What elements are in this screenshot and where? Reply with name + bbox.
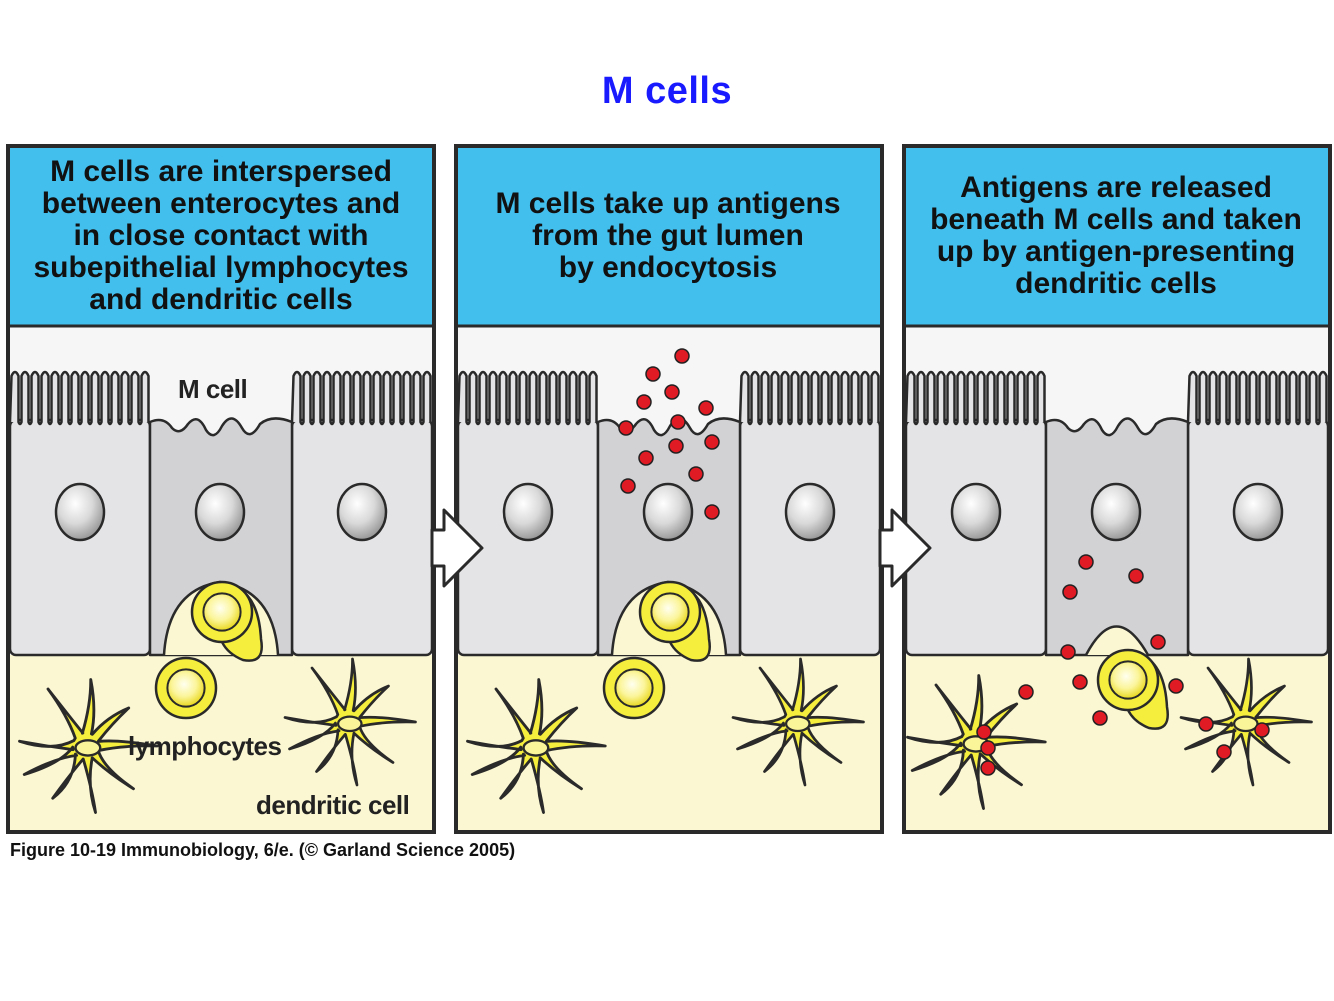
panel-3: [902, 144, 1332, 834]
panel-3-antigen-15: [1254, 722, 1270, 738]
panel-2-nucleus-left: [502, 482, 554, 542]
arrow-1-icon: [430, 508, 484, 588]
panel-2-brush-border-right: [738, 370, 880, 426]
panel-3-antigen-10: [976, 724, 992, 740]
panel-2-antigen-10: [638, 450, 654, 466]
panel-3-antigen-6: [1072, 674, 1088, 690]
slide-title: M cells: [601, 70, 733, 112]
panel-2-border: [454, 144, 884, 834]
panel-1-brush-border-left: [8, 370, 150, 426]
panel-1-dendritic-cell-right: [283, 657, 417, 787]
panel-2-nucleus-right: [784, 482, 836, 542]
panel-3-header: [904, 146, 1330, 326]
panel-3-lymphocyte: [1096, 648, 1169, 730]
panel-3-antigen-2: [1128, 568, 1144, 584]
panel-2-brush-border-left: [456, 370, 598, 426]
panel-1: [6, 144, 436, 834]
panel-1-nucleus-m-cell: [194, 482, 246, 542]
panel-2-lymphocyte-upper: [638, 580, 711, 662]
panel-3-antigen-11: [980, 740, 996, 756]
panel-3-brush-border-right: [1186, 370, 1328, 426]
panel-2-dendritic-cell-left: [466, 678, 607, 814]
panel-1-border: [6, 144, 436, 834]
panel-3-antigen-8: [1092, 710, 1108, 726]
panel-2-caption: M cells take up antigens from the gut lu…: [495, 187, 841, 284]
panel-2-antigen-7: [670, 414, 686, 430]
panel-2-antigen-8: [704, 434, 720, 450]
panel-3-antigen-13: [1198, 716, 1214, 732]
panel-1-brush-border-right: [290, 370, 432, 426]
panel-2-nucleus-m-cell: [642, 482, 694, 542]
panel-2-antigen-13: [704, 504, 720, 520]
panel-2-dendritic-cell-right: [731, 657, 865, 787]
panel-3-antigen-7: [1018, 684, 1034, 700]
panel-2-antigen-11: [688, 466, 704, 482]
figure-credit: Figure 10-19 Immunobiology, 6/e. (© Garl…: [10, 840, 516, 860]
panel-3-caption: Antigens are released beneath M cells an…: [930, 171, 1302, 300]
panel-3-brush-border-left: [904, 370, 1046, 426]
panel-3-antigen-5: [1060, 644, 1076, 660]
m-cell-label: M cell: [178, 374, 248, 404]
panel-1-header: [8, 146, 434, 326]
panel-2-header: [456, 146, 882, 326]
panel-3-nucleus-right: [1232, 482, 1284, 542]
panel-3-antigen-4: [1150, 634, 1166, 650]
panel-3-antigen-3: [1062, 584, 1078, 600]
panel-1-caption: M cells are interspersed between enteroc…: [33, 155, 409, 316]
panel-1-nucleus-right: [336, 482, 388, 542]
arrow-2-icon: [878, 508, 932, 588]
panel-2-antigen-9: [668, 438, 684, 454]
panel-2-lymphocyte-lower: [602, 656, 666, 720]
panel-2-antigen-3: [664, 384, 680, 400]
panel-1-lymphocyte-lower: [154, 656, 218, 720]
panel-3-antigen-12: [980, 760, 996, 776]
panel-2-antigen-6: [618, 420, 634, 436]
panel-3-border: [902, 144, 1332, 834]
dendritic-cell-label: dendritic cell: [256, 790, 410, 820]
panel-2-antigen-2: [645, 366, 661, 382]
panel-3-nucleus-m-cell: [1090, 482, 1142, 542]
panel-2-antigen-4: [698, 400, 714, 416]
panel-1-lymphocyte-upper: [190, 580, 263, 662]
panel-3-antigen-14: [1216, 744, 1232, 760]
panel-3-nucleus-left: [950, 482, 1002, 542]
panel-2-antigen-1: [674, 348, 690, 364]
panel-3-m-cell-pocket: [1084, 625, 1150, 656]
panel-2: [454, 144, 884, 834]
panel-2-antigen-5: [636, 394, 652, 410]
panel-1-dendritic-cell-left: [18, 678, 159, 814]
panel-3-antigen-1: [1078, 554, 1094, 570]
panel-2-antigen-12: [620, 478, 636, 494]
lymphocytes-label: lymphocytes: [128, 731, 282, 761]
panel-3-antigen-9: [1168, 678, 1184, 694]
panel-1-nucleus-left: [54, 482, 106, 542]
